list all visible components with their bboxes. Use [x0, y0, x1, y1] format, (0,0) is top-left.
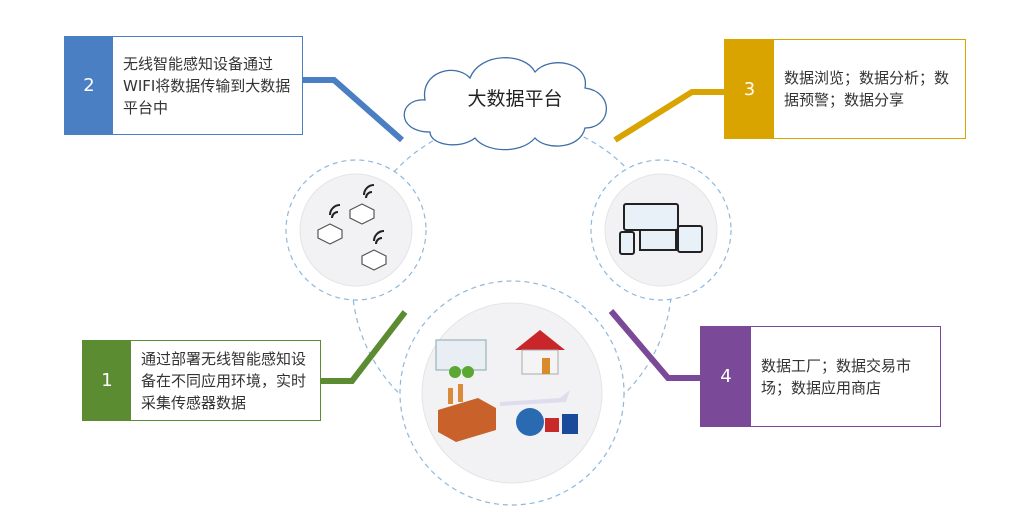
step-number-4: 4	[701, 327, 751, 426]
connector-1	[320, 310, 408, 384]
step-number-2: 2	[65, 37, 113, 134]
connector-4	[608, 309, 700, 381]
step-box-4: 4 数据工厂；数据交易市场；数据应用商店	[700, 326, 941, 427]
step-number-3: 3	[725, 40, 774, 138]
cloud-title: 大数据平台	[467, 88, 563, 110]
step-box-1: 1 通过部署无线智能感知设备在不同应用环境，实时采集传感器数据	[82, 340, 321, 421]
step-number-1: 1	[83, 341, 131, 420]
step-text-2: 无线智能感知设备通过WIFI将数据传输到大数据平台中	[123, 54, 291, 117]
step-text-4: 数据工厂；数据交易市场；数据应用商店	[761, 356, 912, 397]
step-box-3: 3 数据浏览；数据分析；数据预警；数据分享	[724, 39, 966, 139]
wireless-device-icon	[317, 184, 387, 271]
step-box-2: 2 无线智能感知设备通过WIFI将数据传输到大数据平台中	[64, 36, 303, 135]
connector-3	[613, 89, 724, 143]
connector-2	[302, 77, 404, 143]
cloud-icon	[403, 57, 608, 151]
application-scenes-icon	[435, 330, 578, 442]
step-text-1: 通过部署无线智能感知设备在不同应用环境，实时采集传感器数据	[141, 349, 307, 412]
step-text-3: 数据浏览；数据分析；数据预警；数据分享	[784, 69, 950, 109]
monitor-screens-icon	[619, 203, 703, 255]
